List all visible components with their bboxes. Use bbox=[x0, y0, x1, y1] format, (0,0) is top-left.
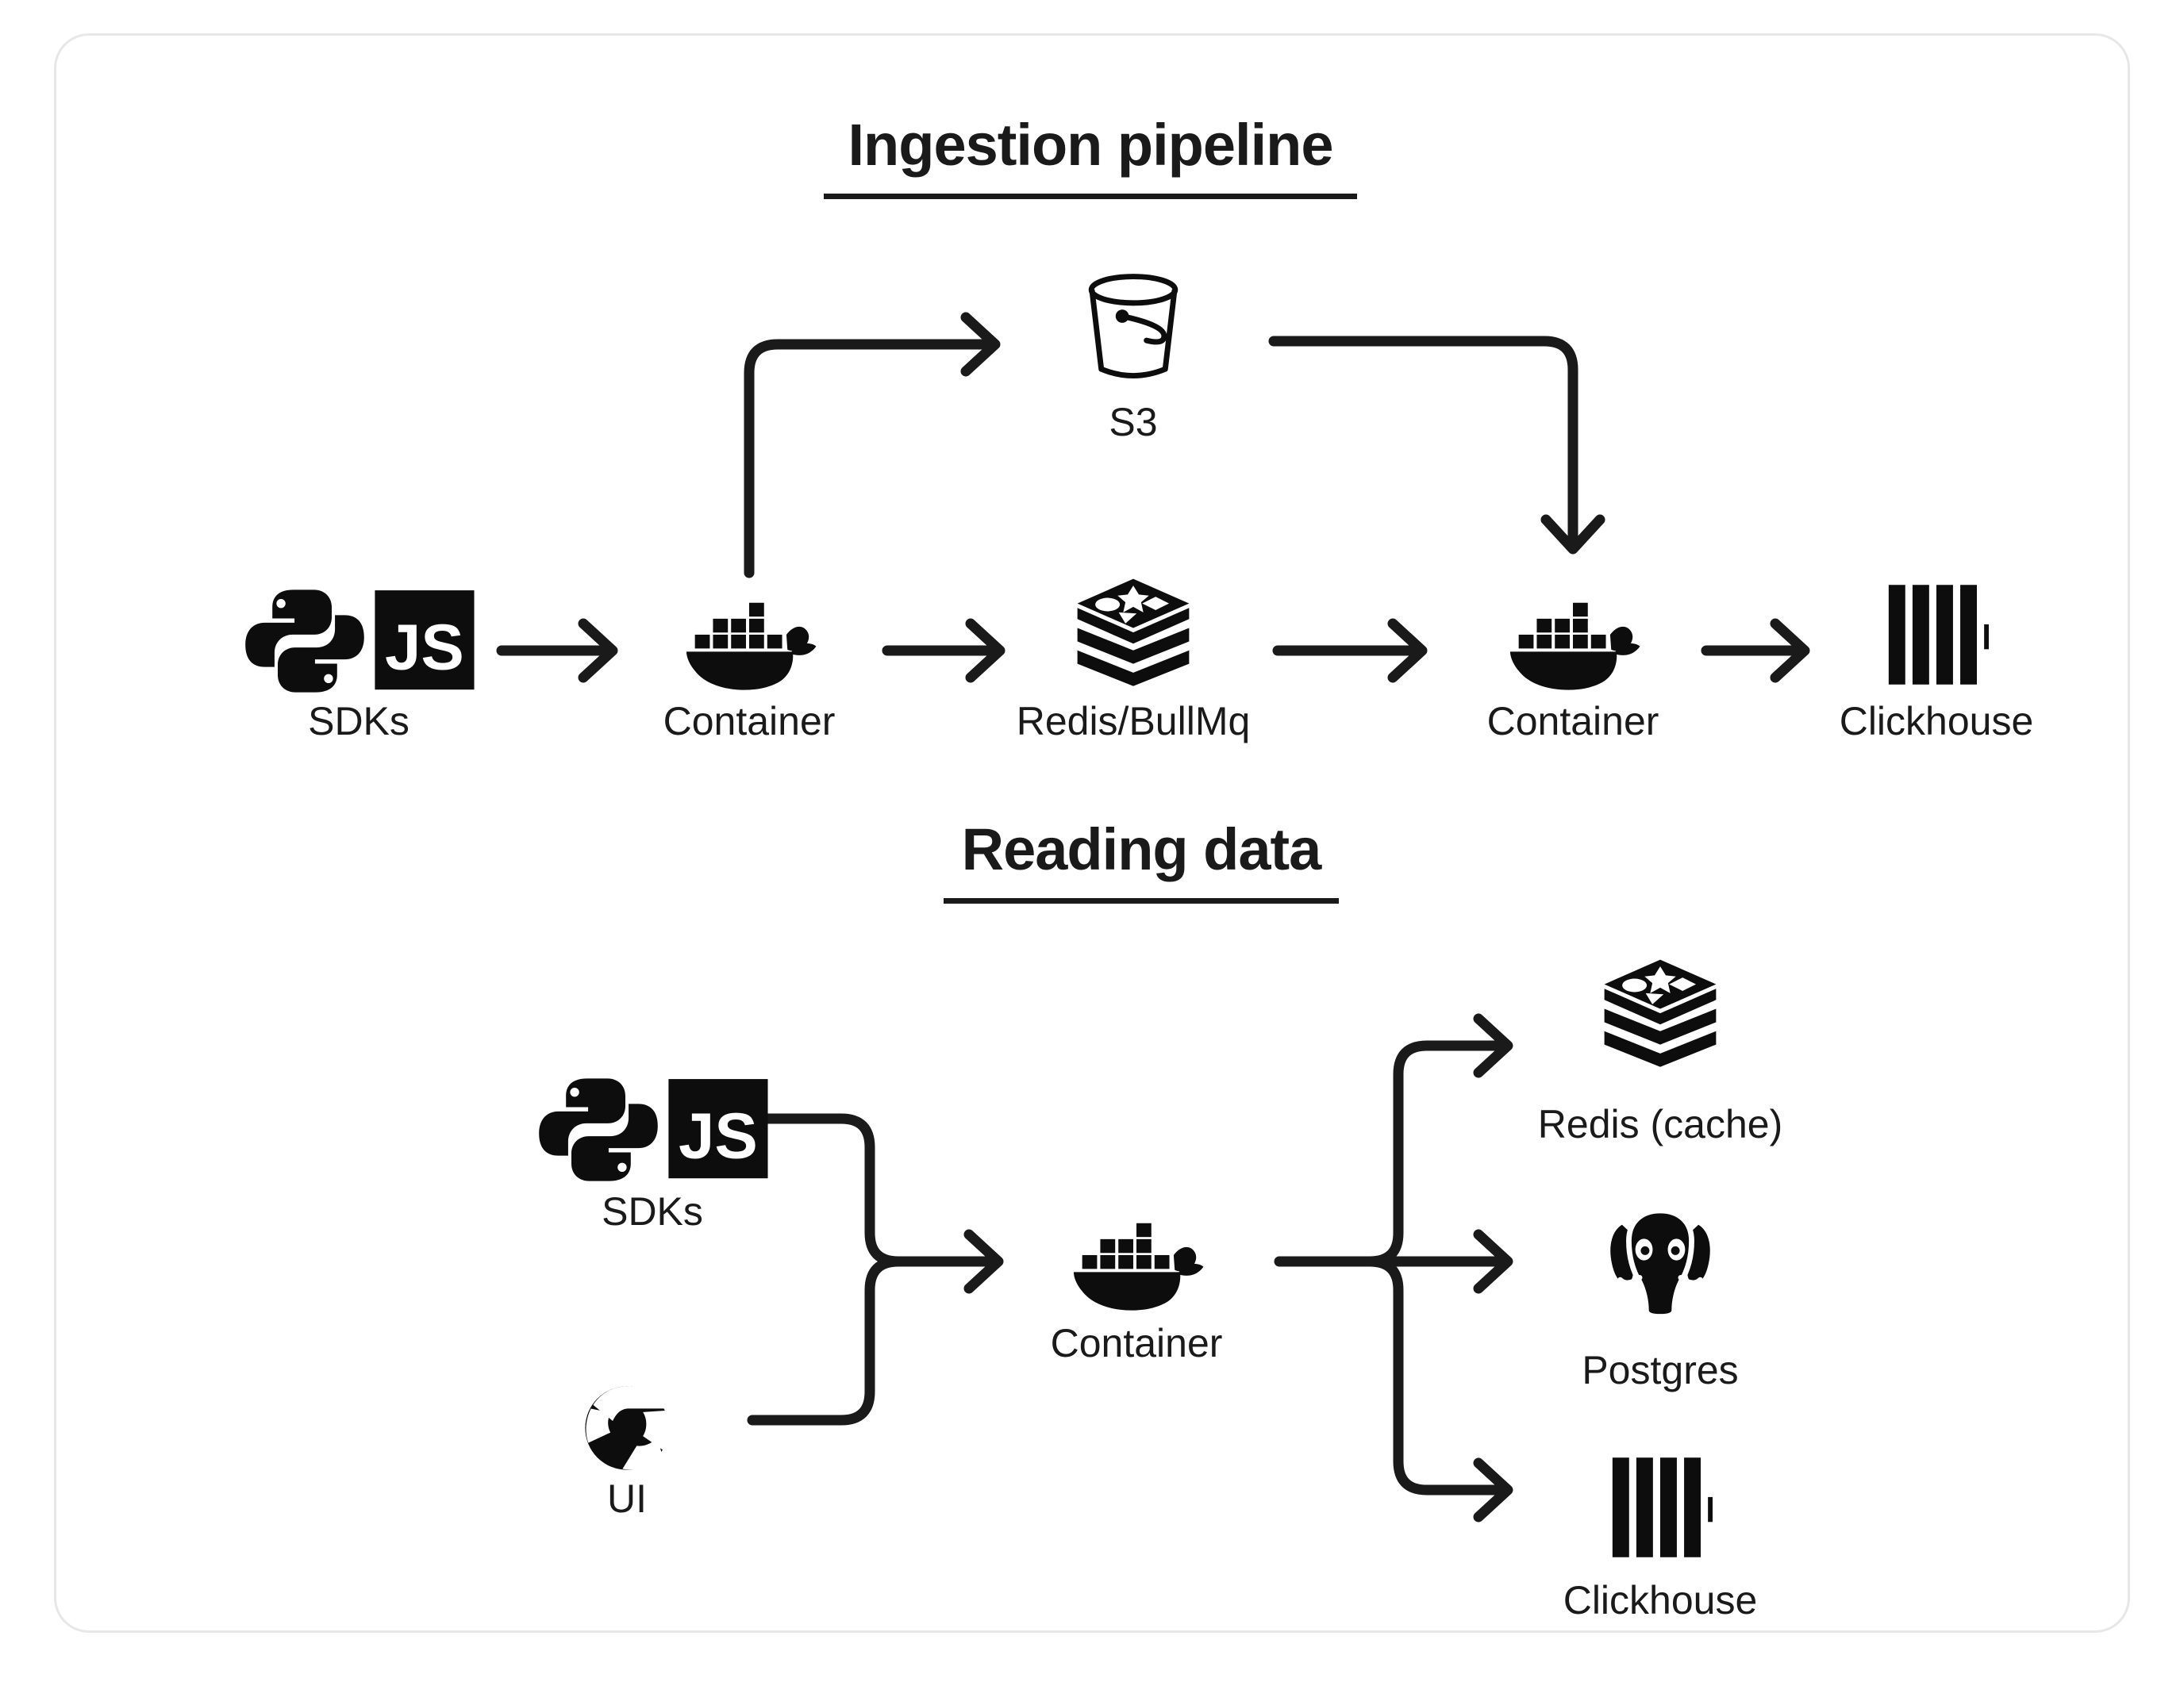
container-read-label: Container bbox=[1050, 1321, 1223, 1365]
docker-icon bbox=[681, 588, 817, 694]
edge-s3-to-container-2 bbox=[1268, 336, 1605, 555]
reading-title-underline bbox=[944, 898, 1339, 904]
chrome-icon bbox=[583, 1384, 671, 1473]
edge-merge-arrowhead bbox=[893, 1229, 1004, 1294]
s3-label: S3 bbox=[1109, 400, 1158, 444]
svg-text:JS: JS bbox=[385, 611, 464, 683]
edge-ui-to-container-read bbox=[747, 1256, 904, 1426]
sdks-label: SDKs bbox=[308, 699, 410, 743]
clickhouse-icon bbox=[1884, 581, 1989, 689]
edge-container-read-to-redis bbox=[1364, 1013, 1513, 1267]
redis-icon bbox=[1598, 955, 1722, 1076]
python-js-icon: JS bbox=[240, 587, 478, 695]
postgres-icon bbox=[1601, 1202, 1720, 1321]
ingestion-title-underline bbox=[824, 194, 1357, 199]
edge-container-2-to-clickhouse bbox=[1701, 618, 1810, 683]
edge-container-read-to-postgres bbox=[1364, 1229, 1513, 1294]
edge-container-1-to-redis bbox=[882, 618, 1005, 683]
ui-label: UI bbox=[607, 1476, 647, 1521]
svg-text:JS: JS bbox=[679, 1100, 758, 1172]
redis-bullmq-label: Redis/BullMq bbox=[1016, 699, 1251, 743]
clickhouse-read-label: Clickhouse bbox=[1563, 1578, 1758, 1622]
redis-cache-label: Redis (cache) bbox=[1537, 1102, 1783, 1146]
edge-sdks-to-container-1 bbox=[496, 618, 618, 683]
clickhouse-label: Clickhouse bbox=[1839, 699, 2034, 743]
docker-icon bbox=[1505, 588, 1641, 694]
s3-bucket-icon bbox=[1078, 272, 1189, 391]
container-1-label: Container bbox=[663, 699, 836, 743]
redis-icon bbox=[1071, 574, 1195, 695]
edge-redis-to-container-2 bbox=[1272, 618, 1428, 683]
edge-container-1-to-s3 bbox=[744, 312, 1001, 578]
python-js-icon: JS bbox=[533, 1076, 771, 1184]
reading-section-title: Reading data bbox=[961, 816, 1322, 882]
container-2-label: Container bbox=[1486, 699, 1659, 743]
clickhouse-icon bbox=[1608, 1453, 1713, 1561]
ingestion-section-title: Ingestion pipeline bbox=[848, 112, 1333, 178]
edge-sdks-to-container-read bbox=[756, 1113, 904, 1267]
sdks-read-label: SDKs bbox=[602, 1189, 703, 1234]
edge-container-read-to-clickhouse bbox=[1364, 1256, 1513, 1522]
postgres-label: Postgres bbox=[1582, 1348, 1739, 1392]
docker-icon bbox=[1068, 1208, 1205, 1315]
